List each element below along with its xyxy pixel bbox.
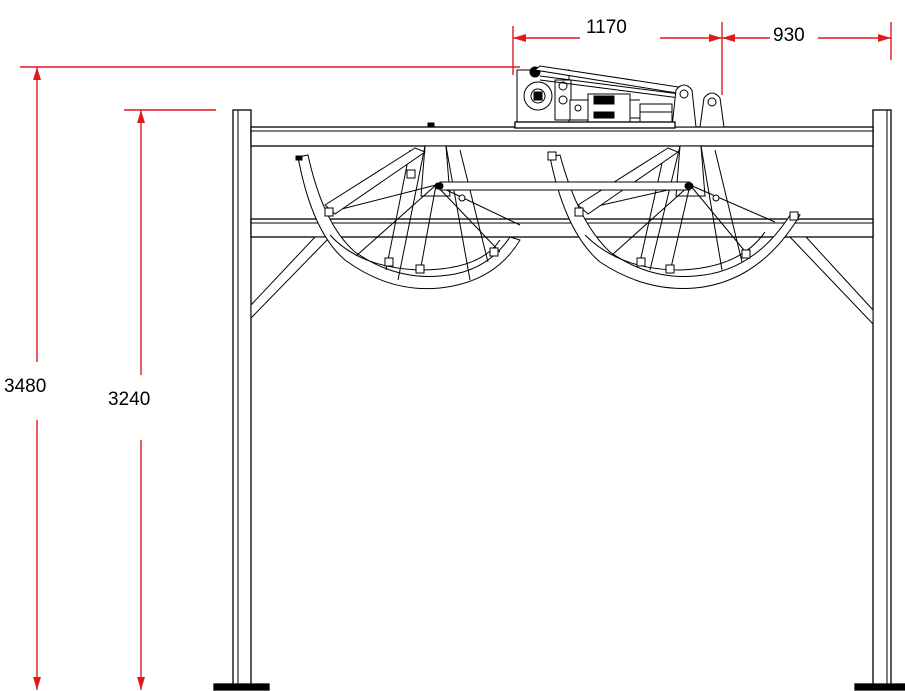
- right-post: [872, 109, 892, 689]
- right-post-foot: [854, 683, 905, 691]
- dim-3240-label-bg: [104, 377, 174, 437]
- right-reel-assembly: [547, 145, 801, 289]
- left-reel-outer-arc: [297, 154, 521, 290]
- gantry-frame: [213, 109, 905, 691]
- dimension-lines: [20, 22, 892, 690]
- dim-3480-label: 3480: [4, 376, 46, 397]
- dim-3240-label: 3240: [108, 389, 150, 410]
- top-beam: [250, 126, 874, 147]
- dim-3240-arrow-bottom: [137, 677, 145, 690]
- pivot-bracket-1: [671, 84, 697, 128]
- right-corner-brace: [788, 236, 874, 326]
- dim-3240-arrow-top: [137, 110, 145, 123]
- dim-3480-arrow-top: [33, 67, 41, 80]
- dim-1170-label: 1170: [586, 17, 627, 38]
- dim-1170-arrow-right: [709, 34, 722, 42]
- pivot-bracket-2: [699, 92, 725, 128]
- dim-1170-arrow-left: [513, 34, 526, 42]
- dim-930-arrow-right: [878, 34, 891, 42]
- dim-930-arrow-left: [722, 34, 735, 42]
- left-post-foot: [213, 683, 270, 691]
- left-corner-brace: [250, 236, 332, 320]
- dim-930-label: 930: [773, 25, 805, 46]
- left-post: [232, 109, 252, 689]
- drive-unit: [514, 65, 725, 129]
- dim-3480-label-bg: [0, 363, 56, 403]
- dim-3480-arrow-bottom: [33, 677, 41, 690]
- left-reel-assembly: [297, 145, 521, 290]
- connecting-rod: [439, 181, 691, 191]
